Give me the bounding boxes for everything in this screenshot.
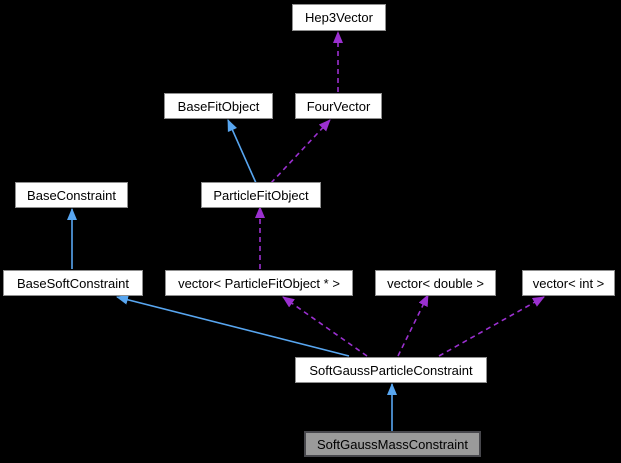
edge-softgaussparticle-to-basesoftconstraint [116,294,350,357]
edge-softgaussparticle-to-vector-pfo [282,296,368,357]
edge-particlefitobject-to-fourvector [270,119,331,184]
node-vector-particlefitobject-ptr[interactable]: vector< ParticleFitObject * > [165,270,353,296]
edge-softgaussparticle-to-vector-int [438,296,545,357]
node-vector-int[interactable]: vector< int > [522,270,615,296]
node-fourvector[interactable]: FourVector [295,93,382,119]
edge-softgaussparticle-to-vector-double [397,294,429,357]
edge-particlefitobject-to-basefitobject [227,119,257,184]
node-softgaussmassconstraint-current: SoftGaussMassConstraint [304,431,481,457]
node-basefitobject[interactable]: BaseFitObject [164,93,273,119]
node-hep3vector[interactable]: Hep3Vector [292,4,386,31]
node-baseconstraint[interactable]: BaseConstraint [15,182,128,208]
node-softgaussparticleconstraint[interactable]: SoftGaussParticleConstraint [295,357,487,383]
node-basesoftconstraint[interactable]: BaseSoftConstraint [3,270,143,296]
node-particlefitobject[interactable]: ParticleFitObject [201,182,321,208]
node-vector-double[interactable]: vector< double > [375,270,496,296]
